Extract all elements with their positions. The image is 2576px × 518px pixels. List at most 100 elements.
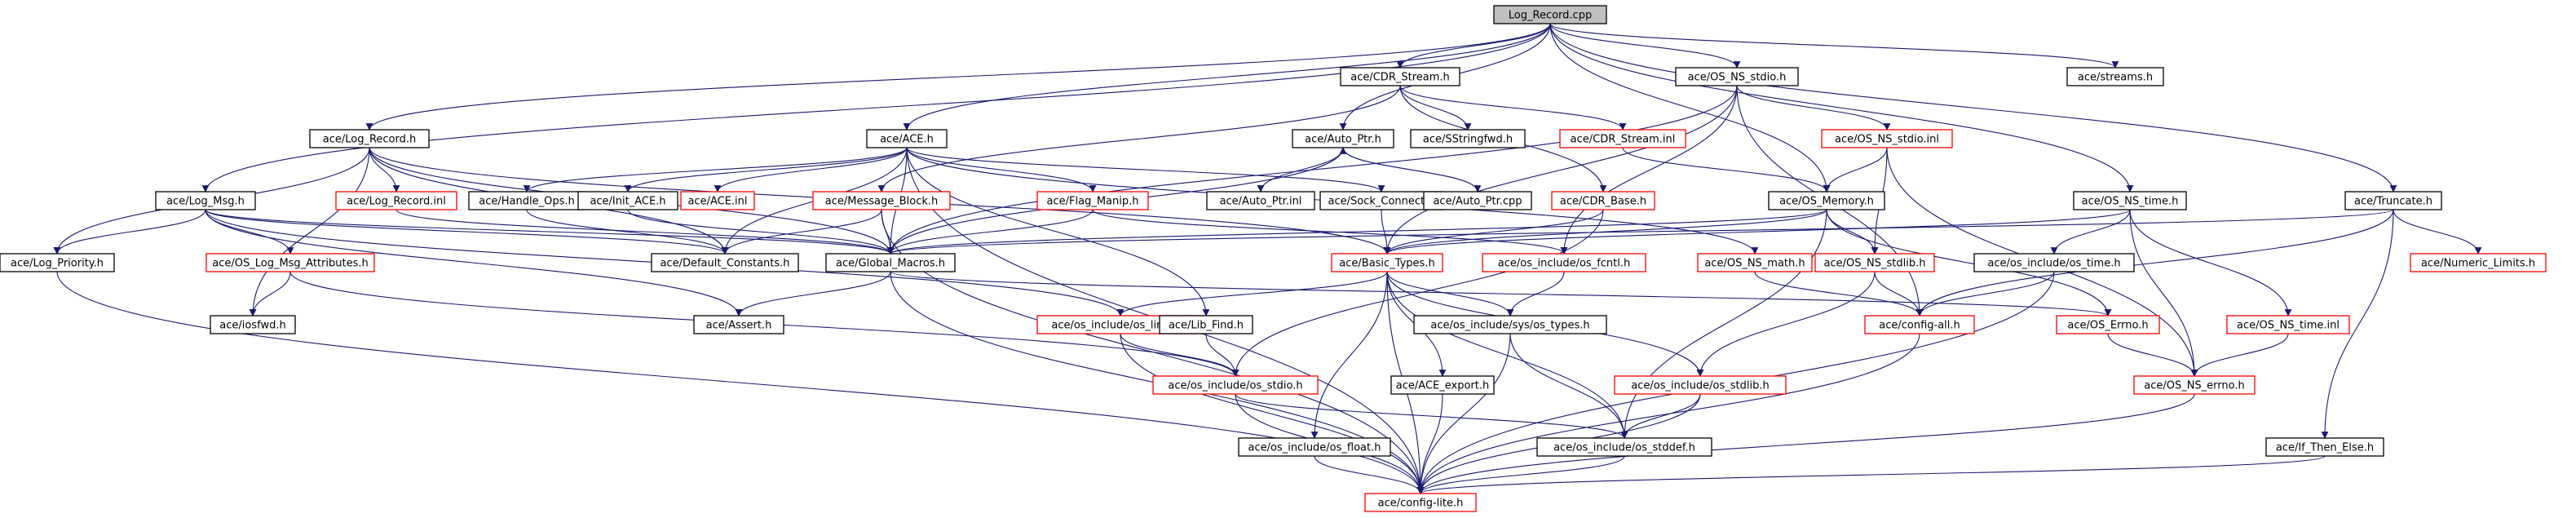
graph-node-os-ns-time-h[interactable]: ace/OS_NS_time.h	[2073, 191, 2187, 210]
node-box	[1493, 5, 1607, 24]
graph-node-ace-inl[interactable]: ace/ACE.inl	[680, 191, 755, 210]
edge-log_msg_h-to-global_macros_h	[205, 209, 895, 255]
graph-node-os-fcntl-h[interactable]: ace/os_include/os_fcntl.h	[1482, 253, 1646, 272]
node-box	[1864, 315, 1975, 334]
graph-node-os-time-h[interactable]: ace/os_include/os_time.h	[1973, 253, 2135, 272]
edge-os_ns_stdio_h-to-os_fcntl_h	[1560, 85, 1738, 255]
node-label: ace/Assert.h	[706, 320, 772, 332]
edge-ace_h-to-handle_ops_h	[523, 147, 908, 193]
node-label: ace/OS_Log_Msg_Attributes.h	[212, 258, 368, 270]
graph-node-auto-ptr-cpp[interactable]: ace/Auto_Ptr.cpp	[1423, 191, 1532, 210]
graph-node-default-constants-h[interactable]: ace/Default_Constants.h	[651, 253, 799, 272]
graph-node-numeric-limits-h[interactable]: ace/Numeric_Limits.h	[2410, 253, 2547, 272]
edge-layer	[53, 23, 2482, 494]
edge-basic_types_h-to-sys_os_types_h	[1386, 271, 1514, 317]
node-box	[2226, 315, 2350, 334]
node-label: ace/os_include/os_stddef.h	[1553, 442, 1695, 454]
node-box	[1551, 191, 1655, 210]
edge-os_memory_h-to-basic_types_h	[1383, 209, 1827, 255]
edge-log_record_h-to-iosfwd_h	[249, 147, 370, 317]
graph-node-log-msg-h[interactable]: ace/Log_Msg.h	[155, 191, 256, 210]
graph-node-lib-find-h[interactable]: ace/Lib_Find.h	[1159, 315, 1253, 334]
graph-node-streams-h[interactable]: ace/streams.h	[2066, 67, 2164, 86]
node-box	[1814, 253, 1935, 272]
graph-node-truncate-h[interactable]: ace/Truncate.h	[2344, 191, 2442, 210]
node-box	[210, 315, 296, 334]
edge-truncate_h-to-config_all_h	[1915, 209, 2394, 317]
node-label: ace/streams.h	[2078, 72, 2153, 84]
node-box	[155, 191, 256, 210]
graph-node-basic-types-h[interactable]: ace/Basic_Types.h	[1331, 253, 1443, 272]
node-box	[1423, 191, 1532, 210]
node-label: ace/Log_Msg.h	[166, 196, 245, 208]
graph-node-cdr-base-h[interactable]: ace/CDR_Base.h	[1551, 191, 1655, 210]
graph-node-message-block-h[interactable]: ace/Message_Block.h	[812, 191, 951, 210]
graph-node-os-ns-stdio-h[interactable]: ace/OS_NS_stdio.h	[1675, 67, 1799, 86]
graph-node-cdr-stream-inl[interactable]: ace/CDR_Stream.inl	[1559, 129, 1686, 148]
edge-cdr_base_h-to-basic_types_h	[1383, 209, 1604, 255]
graph-node-iosfwd-h[interactable]: ace/iosfwd.h	[210, 315, 296, 334]
node-box	[1614, 375, 1787, 395]
graph-node-os-log-msg-attr-h[interactable]: ace/OS_Log_Msg_Attributes.h	[205, 253, 375, 272]
graph-node-root[interactable]: Log_Record.cpp	[1493, 5, 1607, 24]
edge-lib_find_h-to-os_stdio_h	[1205, 333, 1239, 377]
graph-node-sys-os-types-h[interactable]: ace/os_include/sys/os_types.h	[1413, 315, 1607, 334]
node-box	[2265, 437, 2384, 457]
edge-os_limits_h-to-os_stdio_h	[1120, 333, 1239, 377]
graph-node-os-ns-math-h[interactable]: ace/OS_NS_math.h	[1697, 253, 1813, 272]
graph-node-config-all-h[interactable]: ace/config-all.h	[1864, 315, 1975, 334]
graph-node-os-stdlib-h[interactable]: ace/os_include/os_stdlib.h	[1614, 375, 1787, 395]
graph-node-os-stdio-h[interactable]: ace/os_include/os_stdio.h	[1152, 375, 1319, 395]
edge-init_ace_h-to-global_macros_h	[627, 209, 895, 255]
graph-node-cdr-stream-h[interactable]: ace/CDR_Stream.h	[1340, 67, 1460, 86]
node-label: ace/config-all.h	[1879, 320, 1960, 332]
graph-node-if-then-else-h[interactable]: ace/If_Then_Else.h	[2265, 437, 2384, 457]
edge-cdr_stream_h-to-cdr_stream_inl	[1399, 85, 1627, 131]
graph-node-auto-ptr-h[interactable]: ace/Auto_Ptr.h	[1292, 129, 1394, 148]
graph-node-os-stddef-h[interactable]: ace/os_include/os_stddef.h	[1536, 437, 1712, 457]
graph-node-os-float-h[interactable]: ace/os_include/os_float.h	[1238, 437, 1391, 457]
graph-node-sstringfwd-h[interactable]: ace/SStringfwd.h	[1410, 129, 1526, 148]
node-label: ace/OS_Memory.h	[1779, 196, 1874, 208]
node-label: ace/CDR_Stream.h	[1350, 72, 1450, 84]
edge-log_record_inl-to-global_macros_h	[395, 209, 895, 255]
graph-node-os-ns-stdlib-h[interactable]: ace/OS_NS_stdlib.h	[1814, 253, 1935, 272]
edge-os_stdio_h-to-os_stddef_h	[1235, 393, 1628, 439]
edge-message_block_h-to-default_constants_h	[721, 209, 882, 255]
graph-node-handle-ops-h[interactable]: ace/Handle_Ops.h	[468, 191, 585, 210]
graph-node-log-record-inl[interactable]: ace/Log_Record.inl	[335, 191, 457, 210]
node-label: ace/SStringfwd.h	[1423, 134, 1513, 146]
graph-node-init-ace-h[interactable]: ace/Init_ACE.h	[577, 191, 678, 210]
node-box	[1973, 253, 2135, 272]
graph-node-ace-export-h[interactable]: ace/ACE_export.h	[1390, 375, 1495, 395]
graph-node-os-ns-stdio-inl[interactable]: ace/OS_NS_stdio.inl	[1821, 129, 1953, 148]
graph-node-log-priority-h[interactable]: ace/Log_Priority.h	[0, 253, 115, 272]
node-box	[866, 129, 948, 148]
node-box	[309, 129, 430, 148]
edge-cdr_stream_h-to-sstringfwd_h	[1399, 85, 1472, 131]
graph-node-global-macros-h[interactable]: ace/Global_Macros.h	[825, 253, 956, 272]
graph-node-os-ns-errno-h[interactable]: ace/OS_NS_errno.h	[2133, 375, 2256, 395]
graph-node-config-lite-h[interactable]: ace/config-lite.h	[1364, 493, 1477, 512]
graph-node-os-memory-h[interactable]: ace/OS_Memory.h	[1768, 191, 1885, 210]
node-label: ace/OS_NS_time.h	[2082, 196, 2179, 208]
graph-node-log-record-h[interactable]: ace/Log_Record.h	[309, 129, 430, 148]
edge-root-to-streams_h	[1549, 23, 2119, 69]
graph-node-ace-h[interactable]: ace/ACE.h	[866, 129, 948, 148]
node-box	[1364, 493, 1477, 512]
node-label: ace/Lib_Find.h	[1169, 320, 1244, 332]
graph-node-os-errno-h[interactable]: ace/OS_Errno.h	[2056, 315, 2160, 334]
graph-node-os-ns-time-inl[interactable]: ace/OS_NS_time.inl	[2226, 315, 2350, 334]
edge-os_float_h-to-config_lite_h	[1314, 455, 1425, 494]
node-box	[1292, 129, 1394, 148]
graph-node-flag-manip-h[interactable]: ace/Flag_Manip.h	[1036, 191, 1149, 210]
node-box	[1559, 129, 1686, 148]
node-box	[335, 191, 457, 210]
graph-node-assert-h[interactable]: ace/Assert.h	[693, 315, 784, 334]
node-box	[577, 191, 678, 210]
node-label: ace/Auto_Ptr.h	[1305, 134, 1381, 146]
node-label: ace/OS_NS_time.inl	[2237, 320, 2340, 332]
graph-node-auto-ptr-inl[interactable]: ace/Auto_Ptr.inl	[1206, 191, 1315, 210]
node-label: ace/Flag_Manip.h	[1047, 196, 1139, 208]
